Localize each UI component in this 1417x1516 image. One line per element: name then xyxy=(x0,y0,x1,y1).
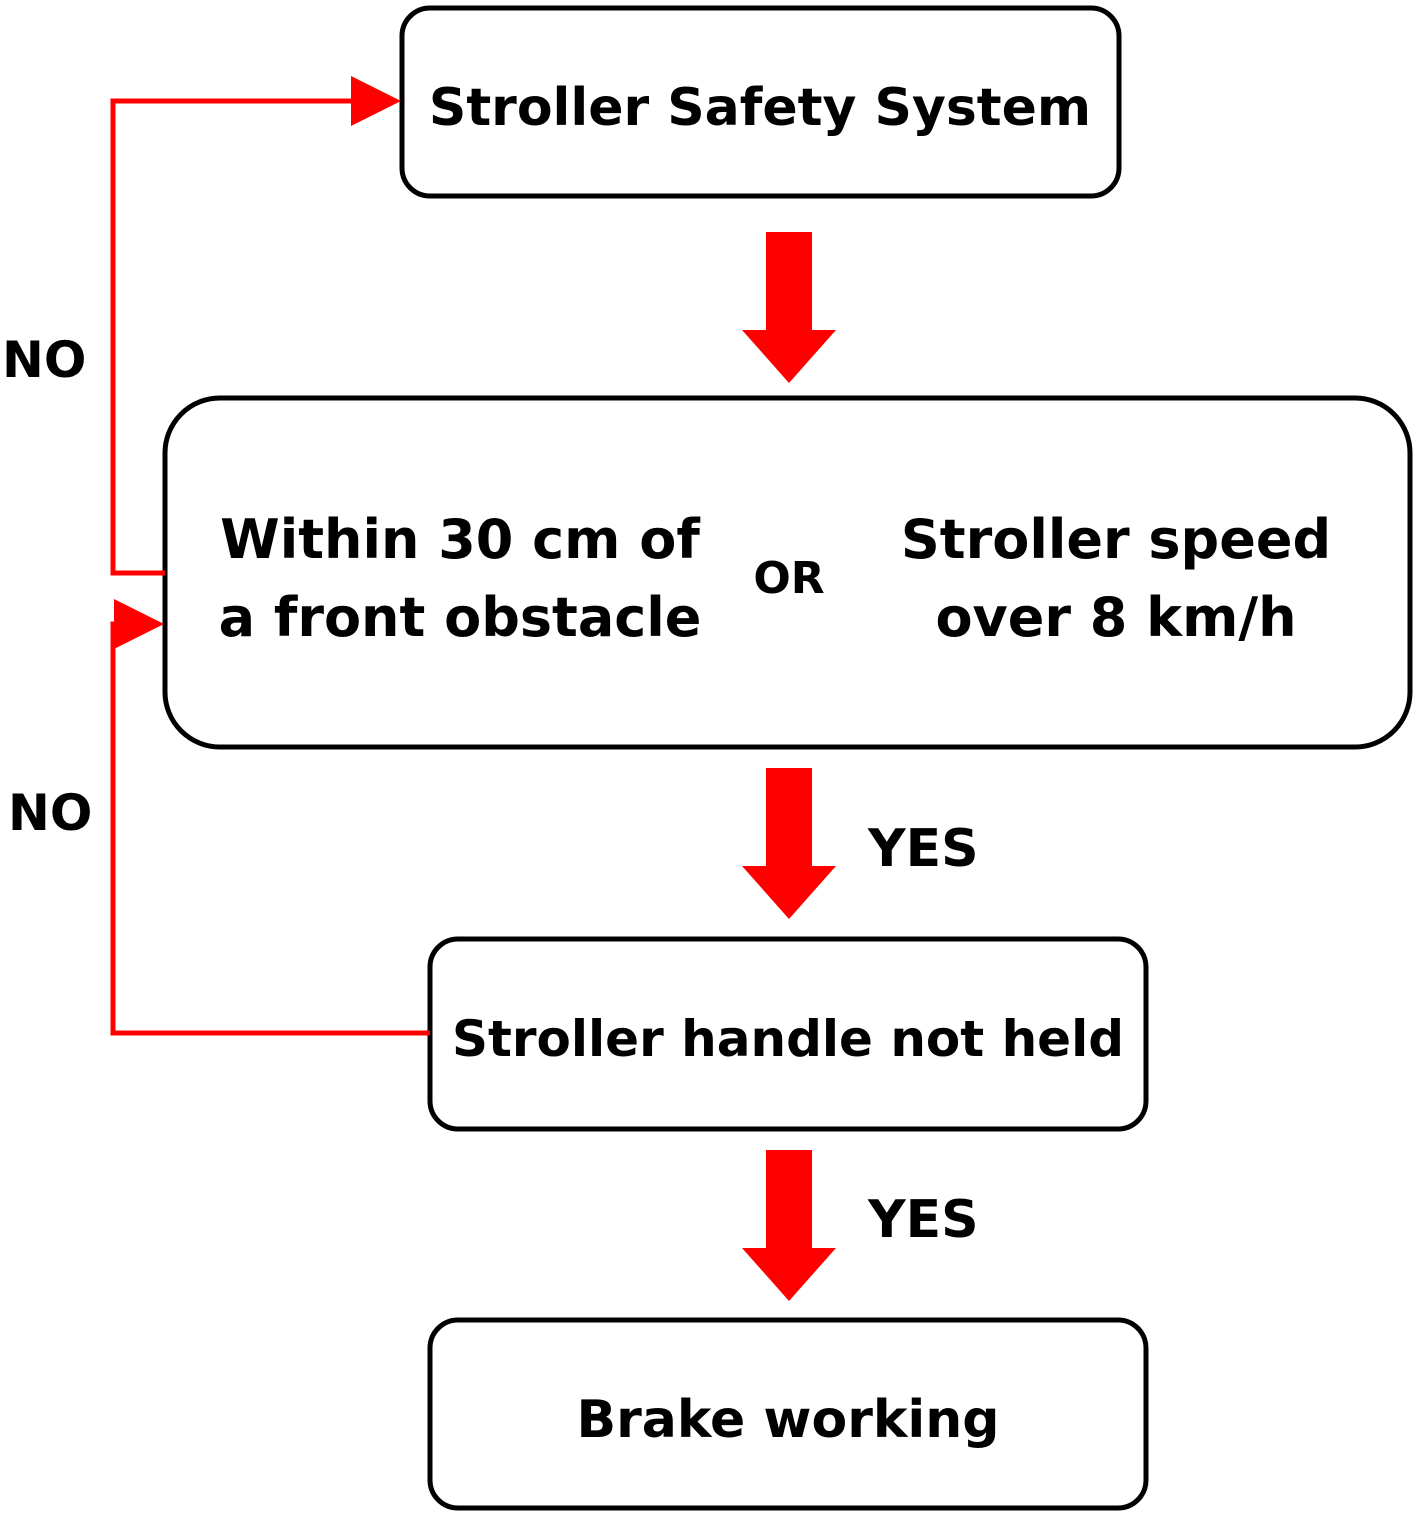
loop-condition-to-start xyxy=(110,76,401,576)
arrow-handle-to-brake xyxy=(742,1150,836,1301)
node-start-box xyxy=(399,5,1122,199)
edge-label-handle-to-condition: NO xyxy=(8,784,92,842)
node-condition: Within 30 cm of a front obstacle OR Stro… xyxy=(162,395,1413,750)
edge-label-condition-to-start: NO xyxy=(2,331,86,389)
node-brake: Brake working xyxy=(427,1317,1149,1511)
condition-operator: OR xyxy=(753,553,824,604)
condition-left-line2: a front obstacle xyxy=(219,586,702,649)
node-handle-label: Stroller handle not held xyxy=(452,1010,1124,1068)
edge-label-handle-to-brake: YES xyxy=(867,1190,979,1250)
arrow-start-to-condition xyxy=(742,232,836,383)
loop-handle-to-condition xyxy=(110,599,430,1036)
edge-label-condition-to-handle: YES xyxy=(867,819,979,879)
condition-right-line2: over 8 km/h xyxy=(935,586,1296,649)
node-start-label: Stroller Safety System xyxy=(429,78,1091,138)
arrow-condition-to-handle xyxy=(742,768,836,919)
node-brake-box xyxy=(427,1317,1149,1511)
node-handle: Stroller handle not held xyxy=(427,936,1149,1132)
node-start: Stroller Safety System xyxy=(399,5,1122,199)
condition-left-line1: Within 30 cm of xyxy=(220,508,700,571)
condition-right-line1: Stroller speed xyxy=(901,508,1331,571)
node-brake-label: Brake working xyxy=(577,1390,1000,1450)
